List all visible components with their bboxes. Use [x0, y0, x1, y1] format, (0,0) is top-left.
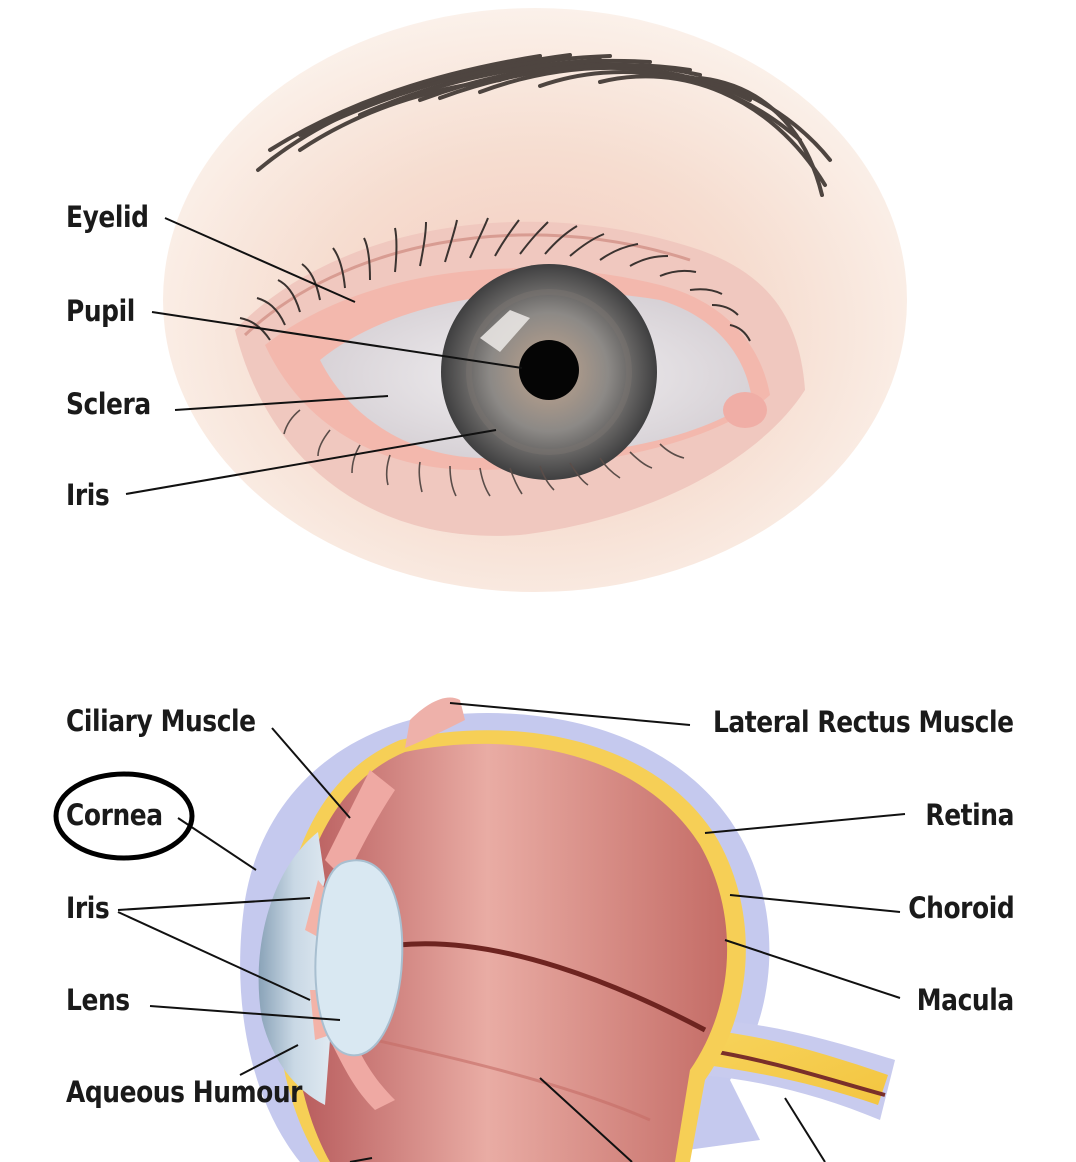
label-lateral-rectus-muscle: Lateral Rectus Muscle	[713, 705, 1014, 739]
ciliary-muscle-leader	[271, 727, 351, 819]
cornea-highlight-circle	[53, 771, 195, 861]
sclera-leader	[174, 395, 389, 411]
aqueous-humour-leader	[239, 1044, 299, 1076]
optic-nerve-leader	[784, 1097, 826, 1162]
retina-leader	[704, 813, 906, 834]
eyebrow	[256, 53, 832, 197]
lateral-rectus-shape	[405, 697, 465, 748]
lower-eyelashes	[283, 409, 685, 497]
pupil-shape	[519, 340, 579, 400]
cross-section-leader-lines	[117, 702, 906, 1162]
lens-leader	[149, 1005, 341, 1021]
label-iris-cross: Iris	[66, 891, 110, 925]
label-aqueous-humour: Aqueous Humour	[66, 1075, 303, 1109]
ciliary-body	[325, 770, 395, 880]
iris-leader-upper	[117, 897, 311, 911]
label-lens: Lens	[66, 983, 130, 1017]
label-macula: Macula	[917, 983, 1014, 1017]
macula-leader	[724, 939, 901, 999]
lateral-rectus-leader	[449, 702, 691, 726]
label-pupil: Pupil	[66, 294, 135, 328]
label-ciliary-muscle: Ciliary Muscle	[66, 704, 256, 738]
eyelid-leader	[164, 217, 356, 303]
lens-shape	[314, 859, 404, 1057]
label-cornea: Cornea	[66, 798, 163, 832]
label-eyelid: Eyelid	[66, 200, 149, 234]
vitreous-leader	[539, 1077, 633, 1162]
label-sclera: Sclera	[66, 387, 151, 421]
label-retina: Retina	[925, 798, 1014, 832]
iris-leader-lower	[117, 911, 311, 1001]
label-iris-external: Iris	[66, 478, 110, 512]
external-leader-lines	[125, 217, 523, 495]
choroid-leader	[729, 894, 901, 913]
iris-leader-top	[125, 429, 497, 495]
label-choroid: Choroid	[907, 891, 1014, 925]
bottom-left-leader	[349, 1157, 373, 1162]
pupil-leader	[151, 311, 523, 369]
upper-eyelashes	[239, 217, 751, 342]
